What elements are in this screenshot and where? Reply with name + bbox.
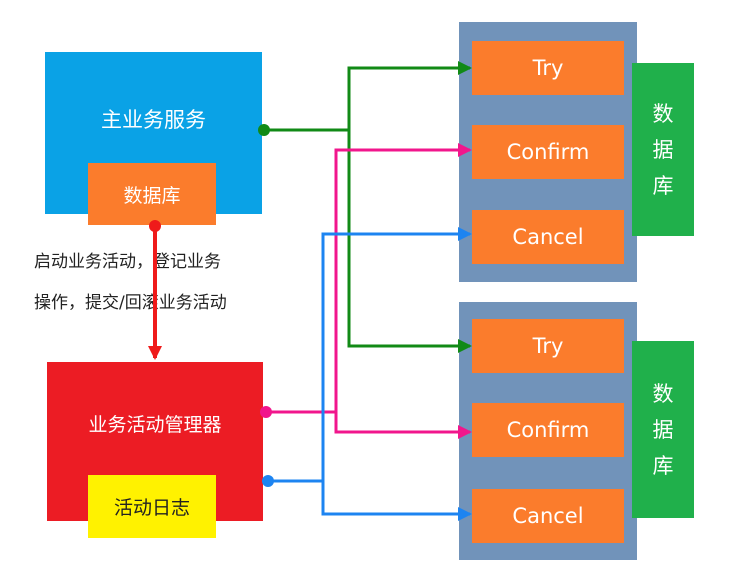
main-service-connector-dot <box>258 124 270 136</box>
participant-2-confirm: Confirm <box>472 403 624 457</box>
main-service-title: 主业务服务 <box>101 108 206 132</box>
main-db-connector-dot <box>149 220 161 232</box>
annotation-line-2: 操作，提交/回滚业务活动 <box>34 293 227 313</box>
manager-cancel-dot <box>262 475 274 487</box>
confirm-arrow-1 <box>334 143 472 412</box>
try-arrow-1 <box>347 61 472 130</box>
main-service-db: 数据库 <box>88 163 216 225</box>
participant-1-cancel: Cancel <box>472 210 624 264</box>
activity-log-box: 活动日志 <box>88 475 216 538</box>
participant-1-try: Try <box>472 41 624 95</box>
main-service-db-label: 数据库 <box>123 184 181 207</box>
manager-confirm-dot <box>260 406 272 418</box>
participant-2-try: Try <box>472 319 624 373</box>
participant-1-db-label: 数据库 <box>652 101 674 198</box>
participant-1-confirm: Confirm <box>472 125 624 179</box>
participant-2-cancel: Cancel <box>472 489 624 543</box>
activity-log-label: 活动日志 <box>113 497 190 519</box>
try-arrow-2 <box>347 130 472 353</box>
confirm-arrow-2 <box>334 412 472 439</box>
annotation-line-1: 启动业务活动，登记业务 <box>34 252 221 272</box>
cancel-arrow-2 <box>321 481 472 521</box>
activity-manager-title: 业务活动管理器 <box>88 414 222 436</box>
participant-1-db: 数据库 <box>632 63 694 236</box>
cancel-arrow-1 <box>321 227 472 481</box>
participant-2-db-label: 数据库 <box>652 381 674 478</box>
participant-2-db: 数据库 <box>632 341 694 518</box>
